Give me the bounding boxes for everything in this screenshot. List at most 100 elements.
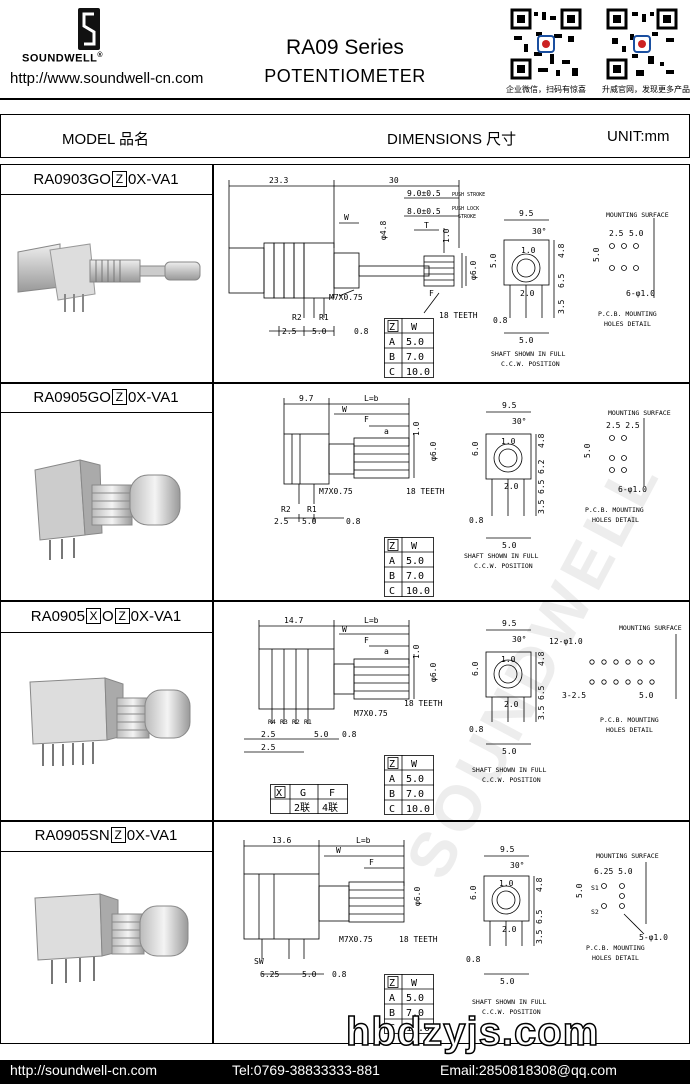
svg-text:P.C.B. MOUNTING: P.C.B. MOUNTING	[586, 944, 645, 952]
dimensions-column-header: DIMENSIONS 尺寸	[387, 131, 517, 148]
svg-text:0.8: 0.8	[332, 970, 347, 979]
svg-text:2.5: 2.5	[261, 743, 276, 752]
svg-text:5.0: 5.0	[502, 541, 517, 550]
svg-text:7.0: 7.0	[406, 789, 424, 800]
svg-text:S1: S1	[591, 884, 599, 892]
model-underline	[0, 412, 212, 413]
footer-url[interactable]: http://soundwell-cn.com	[10, 1062, 158, 1078]
svg-text:2.5: 2.5	[282, 327, 297, 336]
svg-text:W: W	[336, 846, 341, 855]
svg-text:18 TEETH: 18 TEETH	[406, 487, 445, 496]
footer-tel: Tel:0769-38833333-881	[232, 1062, 380, 1078]
svg-text:HOLES DETAIL: HOLES DETAIL	[592, 516, 639, 524]
row-divider	[0, 382, 690, 384]
svg-text:3.5: 3.5	[535, 929, 544, 944]
svg-text:9.0±0.5: 9.0±0.5	[407, 189, 441, 198]
svg-text:6.5: 6.5	[535, 909, 544, 924]
model-underline	[0, 851, 212, 852]
svg-text:φ6.0: φ6.0	[413, 887, 422, 906]
svg-text:HOLES DETAIL: HOLES DETAIL	[592, 954, 639, 962]
svg-text:W: W	[344, 213, 349, 222]
svg-text:5.0: 5.0	[583, 443, 592, 458]
svg-text:P.C.B. MOUNTING: P.C.B. MOUNTING	[600, 716, 659, 724]
qr1-caption: 企业微信，扫码有惊喜	[506, 85, 586, 94]
svg-text:R2: R2	[281, 505, 291, 514]
svg-text:2.0: 2.0	[504, 700, 519, 709]
svg-text:A: A	[389, 556, 395, 567]
svg-text:0.8: 0.8	[493, 316, 508, 325]
svg-text:Z: Z	[389, 978, 395, 989]
svg-text:W: W	[411, 541, 418, 552]
svg-text:MOUNTING SURFACE: MOUNTING SURFACE	[619, 624, 682, 632]
svg-text:30°: 30°	[510, 861, 524, 870]
svg-text:L=b: L=b	[356, 836, 371, 845]
svg-text:5.0: 5.0	[592, 247, 601, 262]
svg-text:14.7: 14.7	[284, 616, 303, 625]
dimension-drawing-row3: 14.7 L=b W F a 1.0 φ6.0 M7X0.75 18 TEETH…	[244, 616, 682, 784]
svg-text:F: F	[329, 788, 335, 799]
svg-text:5.0: 5.0	[519, 336, 534, 345]
unit-label: UNIT:mm	[607, 128, 670, 145]
svg-text:R4: R4	[268, 718, 276, 726]
svg-text:PUSH STROKE: PUSH STROKE	[452, 192, 485, 198]
svg-text:2.0: 2.0	[504, 482, 519, 491]
svg-text:S2: S2	[591, 908, 599, 916]
svg-text:18 TEETH: 18 TEETH	[404, 699, 443, 708]
svg-text:G: G	[300, 788, 306, 799]
svg-text:C.C.W. POSITION: C.C.W. POSITION	[482, 776, 541, 784]
product-photo-ra0905xo	[29, 677, 191, 766]
svg-text:18 TEETH: 18 TEETH	[439, 311, 478, 320]
svg-text:a: a	[384, 427, 389, 436]
svg-text:6.2: 6.2	[537, 459, 546, 474]
svg-text:B: B	[389, 571, 395, 582]
model-underline	[0, 194, 212, 195]
svg-text:R2: R2	[292, 313, 302, 322]
footer-bar	[0, 1060, 690, 1084]
svg-text:HOLES DETAIL: HOLES DETAIL	[604, 320, 651, 328]
svg-text:6.5: 6.5	[557, 273, 566, 288]
product-title: POTENTIOMETER	[264, 66, 426, 86]
svg-text:3.5: 3.5	[557, 299, 566, 314]
svg-text:1.0: 1.0	[412, 421, 421, 436]
svg-text:9.5: 9.5	[500, 845, 515, 854]
svg-text:10.0: 10.0	[406, 804, 430, 815]
svg-text:5.0: 5.0	[639, 691, 654, 700]
svg-text:9.5: 9.5	[502, 619, 517, 628]
svg-text:W: W	[342, 625, 347, 634]
svg-text:φ4.8: φ4.8	[379, 221, 388, 240]
svg-text:9.7: 9.7	[299, 394, 314, 403]
svg-text:6-φ1.0: 6-φ1.0	[618, 485, 647, 494]
svg-text:3-2.5: 3-2.5	[562, 691, 586, 700]
row-divider	[0, 820, 690, 822]
svg-text:5.0: 5.0	[629, 229, 644, 238]
header-url[interactable]: http://www.soundwell-cn.com	[10, 70, 204, 87]
svg-text:Z: Z	[389, 541, 395, 552]
model-column-header: MODEL 品名	[62, 131, 149, 148]
site-watermark: hbdzyjs.com	[345, 1009, 600, 1055]
svg-text:2联: 2联	[294, 802, 310, 814]
svg-text:3.5: 3.5	[537, 705, 546, 720]
svg-text:30°: 30°	[532, 227, 546, 236]
svg-text:30°: 30°	[512, 635, 526, 644]
svg-text:1.0: 1.0	[521, 246, 536, 255]
svg-text:30°: 30°	[512, 417, 526, 426]
svg-text:0.8: 0.8	[466, 955, 481, 964]
svg-text:Z: Z	[389, 322, 395, 333]
svg-text:R2: R2	[292, 718, 300, 726]
svg-text:3.5: 3.5	[537, 499, 546, 514]
svg-text:5.0: 5.0	[500, 977, 515, 986]
svg-text:L=b: L=b	[364, 616, 379, 625]
svg-text:MOUNTING SURFACE: MOUNTING SURFACE	[606, 211, 669, 219]
svg-text:MOUNTING SURFACE: MOUNTING SURFACE	[608, 409, 671, 417]
svg-text:12-φ1.0: 12-φ1.0	[549, 637, 583, 646]
svg-text:5.0: 5.0	[312, 327, 327, 336]
svg-text:5-φ1.0: 5-φ1.0	[639, 933, 668, 942]
svg-text:PUSH LOCK: PUSH LOCK	[452, 206, 479, 212]
svg-text:Z: Z	[389, 759, 395, 770]
svg-text:A: A	[389, 337, 395, 348]
svg-text:M7X0.75: M7X0.75	[319, 487, 353, 496]
footer-email[interactable]: Email:2850818308@qq.com	[440, 1062, 617, 1078]
